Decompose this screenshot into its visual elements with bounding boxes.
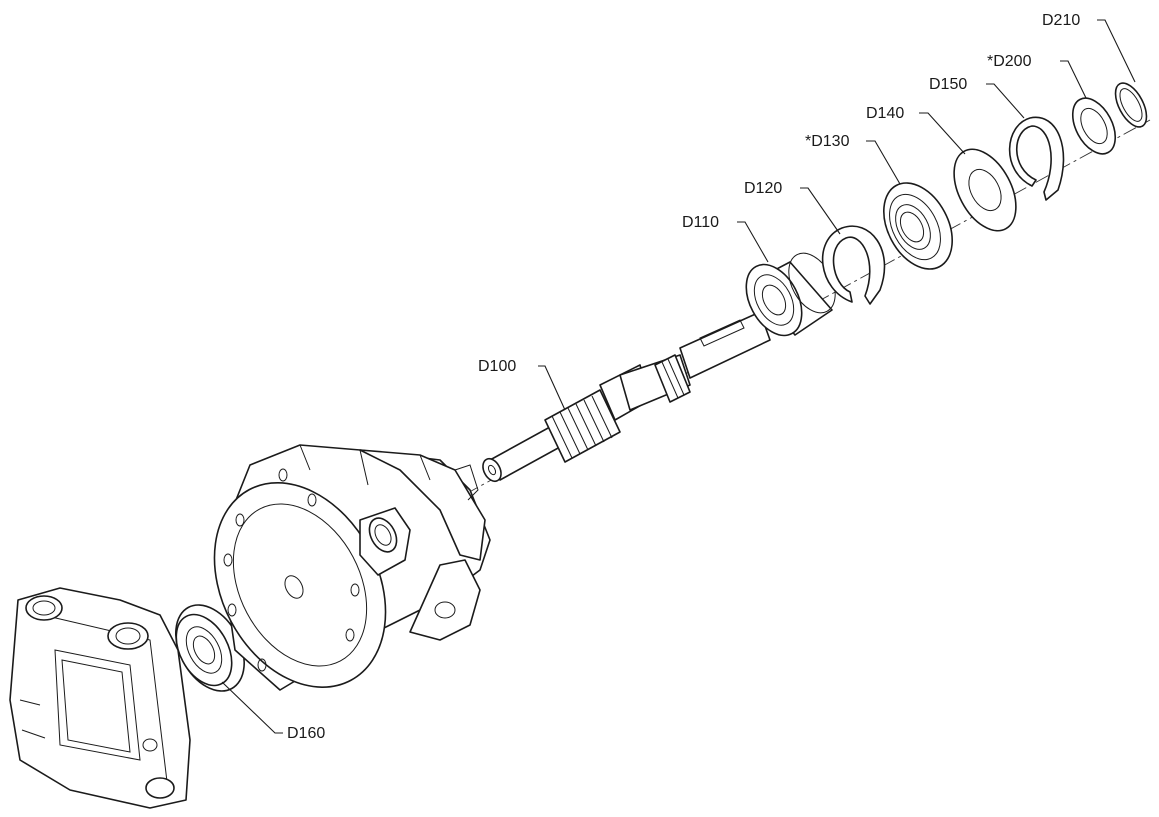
- label-d200: *D200: [987, 53, 1032, 70]
- label-d210: D210: [1042, 12, 1080, 29]
- label-d150: D150: [929, 76, 967, 93]
- port-housing: [9, 587, 191, 809]
- snap-ring-d210: [1114, 82, 1148, 128]
- leader-d160: [221, 681, 283, 734]
- label-d100: D100: [478, 358, 516, 375]
- leader-d210: [1097, 19, 1136, 83]
- leader-d150: [986, 83, 1025, 119]
- retaining-ring-d120: [821, 225, 886, 305]
- leader-d120: [800, 187, 841, 235]
- leader-d130: [866, 140, 901, 185]
- label-d120: D120: [744, 180, 782, 197]
- bearing-d110: [745, 252, 836, 337]
- leader-d140: [919, 112, 966, 155]
- washer-d140: [953, 148, 1017, 232]
- shaft-d100: [482, 311, 771, 483]
- label-d130: *D130: [805, 133, 850, 150]
- label-d110: D110: [682, 214, 719, 231]
- label-d140: D140: [866, 105, 904, 122]
- bearing-d130: [883, 182, 953, 270]
- seal-d200: [1071, 97, 1117, 155]
- leader-d100: [538, 365, 566, 411]
- label-d160: D160: [287, 725, 325, 742]
- leader-d110: [737, 221, 769, 263]
- bearing-d160: [175, 604, 245, 692]
- leader-d200: [1060, 60, 1087, 99]
- retaining-ring-d150: [1008, 116, 1065, 201]
- motor-housing: [213, 444, 491, 691]
